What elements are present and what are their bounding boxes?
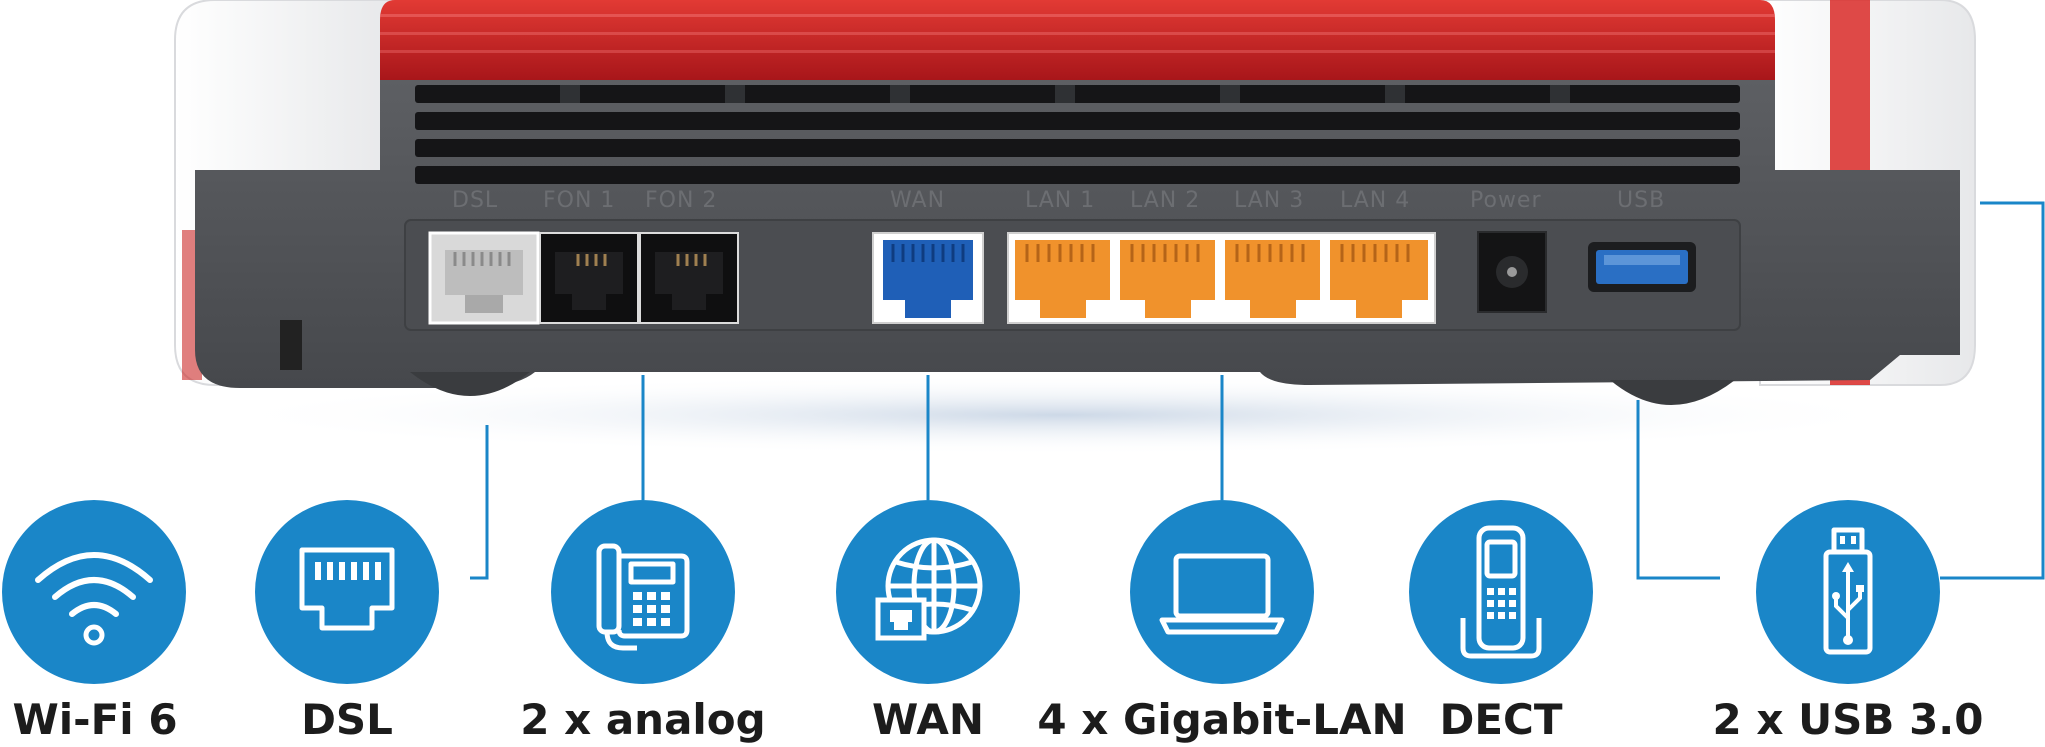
power-socket [1477,231,1547,313]
port-label-fon1: FON 1 [543,188,616,213]
port-label-lan1: LAN 1 [1025,188,1096,213]
cordless-phone-icon [1460,525,1542,659]
lan3-port [1225,240,1320,318]
feature-usb [1756,500,1940,684]
port-label-dsl: DSL [452,188,499,213]
feature-lan [1130,500,1314,684]
router-red-top [380,0,1775,80]
port-label-lan2: LAN 2 [1130,188,1201,213]
side-button [280,320,302,370]
usb-stick-icon [1823,527,1873,655]
port-label-lan3: LAN 3 [1234,188,1305,213]
feature-dect [1409,500,1593,684]
feature-label-wifi: Wi-Fi 6 [12,695,178,744]
feature-label-wan: WAN [871,695,985,744]
port-label-usb: USB [1617,188,1666,213]
globe-network-icon [875,537,983,641]
port-label-fon2: FON 2 [645,188,718,213]
desk-phone-icon [596,543,690,651]
feature-dsl [255,500,439,684]
feature-wan [836,500,1020,684]
dsl-port [428,231,540,325]
laptop-icon [1159,553,1285,635]
lan4-port [1330,240,1428,318]
port-label-lan4: LAN 4 [1340,188,1411,213]
wan-port [872,232,984,324]
fon2-port [639,232,739,324]
vent-slots [415,85,1740,184]
left-foot [410,372,530,396]
feature-label-dect: DECT [1439,695,1563,744]
port-label-wan: WAN [890,188,946,213]
floor-shadow [200,375,1920,455]
feature-analog [551,500,735,684]
feature-wifi [2,500,186,684]
dsl-port-icon [299,547,395,631]
connector-lines [470,201,2045,580]
port-label-power: Power [1470,188,1542,213]
feature-label-lan: 4 x Gigabit-LAN [1037,695,1407,744]
feature-label-analog: 2 x analog [520,695,766,744]
feature-label-dsl: DSL [301,695,393,744]
fon1-port [539,232,639,324]
right-foot [1610,380,1735,405]
usb-port [1588,242,1696,292]
lan1-port [1015,240,1110,318]
wifi-icon [35,552,153,646]
feature-label-usb: 2 x USB 3.0 [1712,695,1984,744]
lan2-port [1120,240,1215,318]
